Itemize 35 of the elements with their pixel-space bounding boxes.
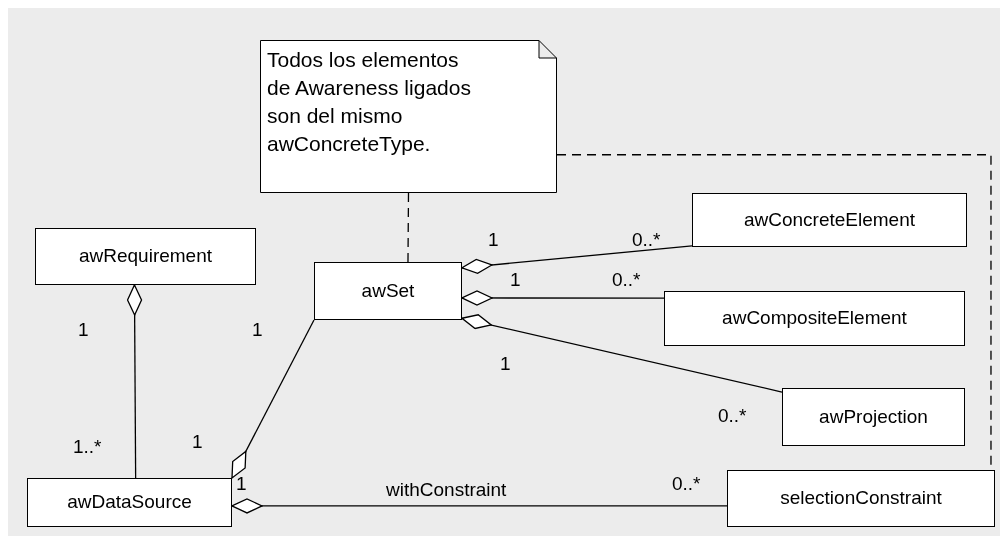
class-name: awSet xyxy=(361,278,415,303)
multiplicity-label: 0..* xyxy=(632,228,661,252)
dashed-connector xyxy=(407,192,410,263)
class-box xyxy=(664,291,965,346)
class-name: awRequirement xyxy=(78,244,213,269)
multiplicity-label: 1 xyxy=(510,268,521,292)
aggregation-line xyxy=(461,314,783,393)
multiplicity-label: 0..* xyxy=(718,404,747,428)
class-name: awCompositeElement xyxy=(722,306,907,331)
multiplicity-label: 1 xyxy=(236,472,247,496)
multiplicity-label: 1..* xyxy=(73,435,102,459)
aggregation-line xyxy=(461,245,693,274)
class-name: awConcreteElement xyxy=(743,207,916,232)
class-box xyxy=(782,388,965,446)
multiplicity-label: 1 xyxy=(192,430,203,454)
aggregation-line xyxy=(231,319,315,479)
note-text: Todos los elementos de Awareness ligados son del mismo awConcreteType. xyxy=(267,47,472,157)
note xyxy=(260,40,557,193)
class-box xyxy=(35,228,256,285)
class-box xyxy=(27,478,232,527)
class-box xyxy=(692,193,967,247)
multiplicity-label: 1 xyxy=(252,318,263,342)
multiplicity-label: 0..* xyxy=(672,472,701,496)
class-name: selectionConstraint xyxy=(780,486,942,511)
aggregation-line xyxy=(461,290,665,306)
multiplicity-label: 1 xyxy=(78,318,89,342)
multiplicity-label: 0..* xyxy=(612,268,641,292)
aggregation-line xyxy=(126,284,143,479)
class-name: awProjection xyxy=(819,404,928,429)
class-name: awDataSource xyxy=(67,490,192,515)
multiplicity-label: 1 xyxy=(500,352,511,376)
class-box xyxy=(314,262,462,320)
class-box xyxy=(727,470,995,527)
aggregation-line xyxy=(231,498,728,514)
multiplicity-label: 1 xyxy=(488,228,499,252)
